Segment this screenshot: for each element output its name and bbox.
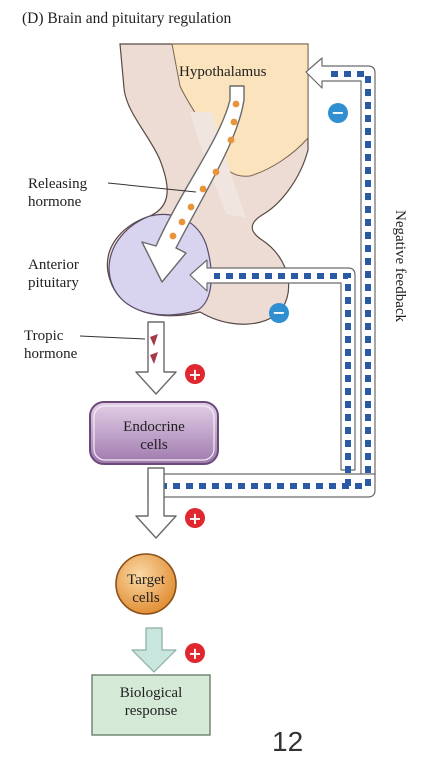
plus-sign-response-label: +: [188, 644, 201, 663]
biological-response-label: Biological response: [119, 685, 183, 719]
response-arrow: [131, 627, 177, 673]
endocrine-cells-label: Endocrine cells: [123, 419, 185, 453]
tropic-hormone-label: Tropic hormone: [24, 328, 78, 362]
minus-sign-lower: [269, 303, 289, 323]
tropic-hormone-markers: [150, 334, 158, 364]
biological-response-box: [91, 674, 211, 736]
releasing-hormone-dots: [169, 100, 240, 240]
plus-sign-response: [185, 643, 205, 663]
releasing-hormone-leader: [107, 182, 197, 193]
anterior-pituitary-label: Anterior pituitary: [28, 257, 79, 291]
feedback-loop-lower: [189, 259, 356, 471]
hormone-arrow: [135, 467, 177, 539]
negative-feedback-label: Negative feedback: [392, 209, 408, 323]
releasing-hormone-label: Releasing hormone: [28, 176, 88, 210]
plus-sign-tropic-label: +: [188, 365, 201, 384]
diagram-title: (D) Brain and pituitary regulation: [22, 10, 232, 27]
target-cell: [115, 553, 177, 615]
target-cells-label: Target cells: [127, 572, 165, 606]
releasing-hormone-arrow: [141, 85, 245, 283]
hypothalamus-label: Hypothalamus: [179, 64, 267, 80]
page-number: 12: [272, 726, 304, 757]
minus-sign-lower-label: −: [272, 303, 285, 322]
plus-sign-hormone-label: +: [188, 509, 201, 528]
minus-sign-upper-label: −: [331, 103, 344, 122]
endocrine-cells-box: [89, 401, 219, 465]
minus-sign-upper: [328, 103, 348, 123]
tropic-hormone-leader: [79, 335, 146, 340]
feedback-connector-bottom: [147, 473, 376, 498]
negative-feedback-dashes: [160, 71, 371, 489]
plus-sign-hormone: [185, 508, 205, 528]
plus-sign-tropic: [185, 364, 205, 384]
